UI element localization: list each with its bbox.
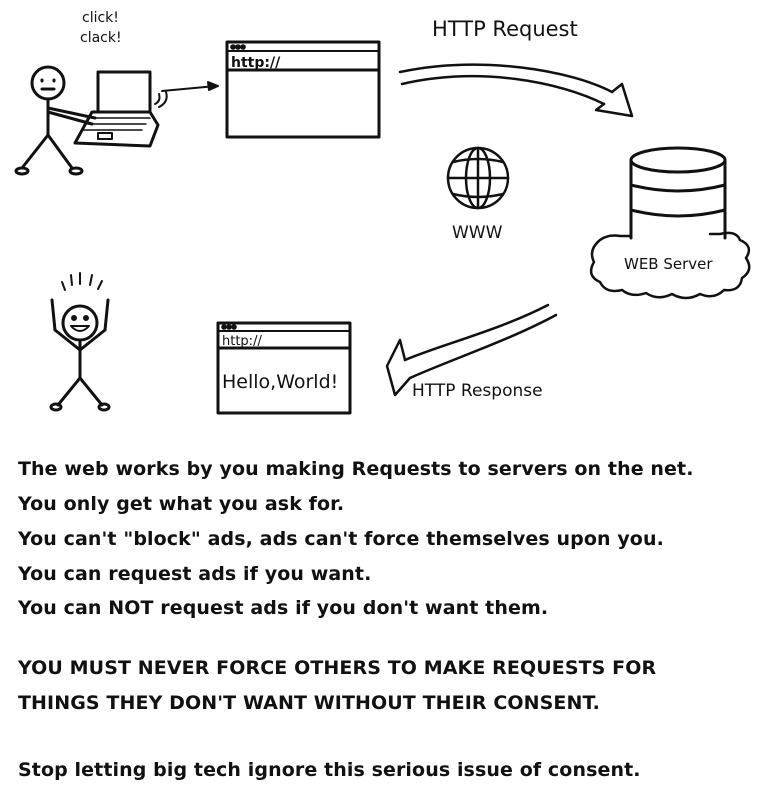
caps-line-2: THINGS THEY DON'T WANT WITHOUT THEIR CON… bbox=[18, 692, 600, 714]
http-request-label: HTTP Request bbox=[432, 17, 578, 41]
globe-icon bbox=[446, 146, 510, 210]
cloud-shape bbox=[589, 231, 751, 300]
web-server-label: WEB Server bbox=[624, 255, 713, 273]
closing-line: Stop letting big tech ignore this seriou… bbox=[18, 759, 641, 781]
response-arrow bbox=[385, 303, 558, 397]
text-line-5: You can NOT request ads if you don't wan… bbox=[18, 597, 549, 619]
clack-label: clack! bbox=[80, 30, 122, 46]
text-line-3: You can't "block" ads, ads can't force t… bbox=[18, 528, 664, 550]
browser-url: http:// bbox=[231, 55, 281, 71]
text-line-2: You only get what you ask for. bbox=[18, 493, 345, 515]
response-browser-url: http:// bbox=[222, 334, 262, 349]
arrow-to-browser bbox=[161, 81, 219, 92]
stick-figure-user bbox=[14, 65, 97, 176]
caps-line-1: YOU MUST NEVER FORCE OTHERS TO MAKE REQU… bbox=[18, 657, 657, 679]
browser-window-response bbox=[216, 321, 352, 415]
text-line-1: The web works by you making Requests to … bbox=[18, 458, 694, 480]
stick-figure-happy bbox=[49, 272, 111, 412]
hello-world-text: Hello,World! bbox=[222, 371, 338, 393]
http-diagram: click! clack! http:// HTTP Request WWW W… bbox=[14, 10, 751, 415]
text-line-4: You can request ads if you want. bbox=[18, 563, 372, 585]
www-label: WWW bbox=[452, 223, 503, 243]
request-arrow bbox=[398, 63, 634, 118]
http-response-label: HTTP Response bbox=[412, 381, 543, 401]
browser-window-request bbox=[225, 40, 381, 139]
laptop-icon bbox=[73, 70, 168, 148]
database-server-icon bbox=[629, 146, 727, 240]
click-label: click! bbox=[82, 10, 119, 26]
